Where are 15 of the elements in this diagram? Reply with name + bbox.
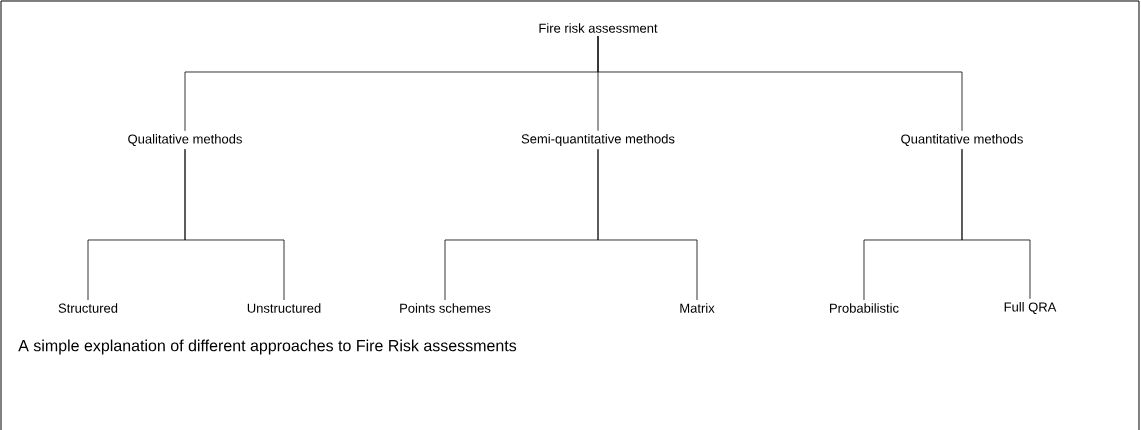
node-label: Fire risk assessment bbox=[539, 23, 658, 33]
node-label: Qualitative methods bbox=[128, 134, 242, 146]
connector bbox=[597, 35, 963, 132]
node-label: Unstructured bbox=[247, 303, 321, 313]
node-label: Matrix bbox=[680, 303, 715, 313]
node-label: Full QRA bbox=[1004, 302, 1057, 314]
node-label: Structured bbox=[58, 303, 118, 313]
connector bbox=[597, 148, 698, 301]
node-label: Points schemes bbox=[400, 303, 491, 313]
connector bbox=[961, 148, 1031, 300]
connector bbox=[184, 148, 285, 301]
node-label: Probabilistic bbox=[830, 303, 899, 313]
caption: A simple explanation of different approaches to Fire Risk assessments bbox=[18, 339, 517, 355]
node-label: Quantitative methods bbox=[901, 134, 1023, 146]
node-label: Semi-quantitative methods bbox=[521, 133, 675, 147]
